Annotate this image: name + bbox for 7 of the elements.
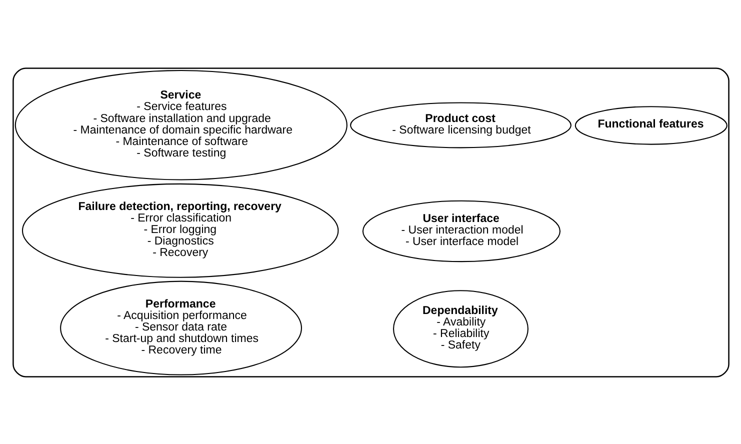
node-ellipse: Functional features: [574, 106, 727, 144]
node-ellipse: User interface - User interaction model - User interface model: [362, 200, 560, 262]
node-ellipse: Dependability - Avability - Reliability - Safety: [392, 290, 528, 368]
node-ellipse: Service - Service features - Software installation and upgrade - Maintenance of domain specific hardware - Maintenance of software - Software testing: [14, 69, 347, 180]
node-ellipse: Product cost - Software licensing budget: [350, 102, 571, 148]
node-ellipse: Failure detection, reporting, recovery - Error classification - Error logging - Diagnostics - Recovery: [21, 182, 338, 278]
node-ellipse: Performance - Acquisition performance - Sensor data rate - Start-up and shutdown times - Recovery time: [60, 280, 302, 375]
